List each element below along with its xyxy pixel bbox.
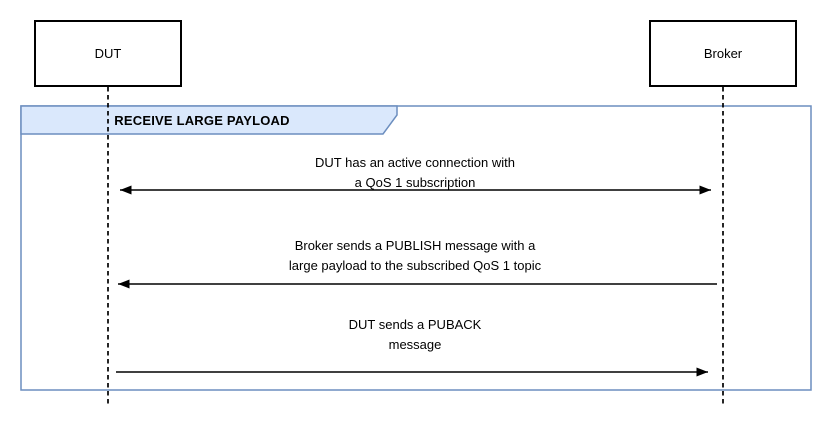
message-line: DUT has an active connection with [315,155,515,170]
actor-broker: Broker [649,20,797,87]
actor-broker-label: Broker [703,46,743,61]
message-line: large payload to the subscribed QoS 1 to… [288,258,542,273]
frame-border [20,105,812,391]
message-line: a QoS 1 subscription [354,175,476,190]
message-line: message [388,337,442,352]
message-label-2: Broker sends a PUBLISH message with a la… [115,236,715,276]
frame-label: RECEIVE LARGE PAYLOAD [114,112,290,128]
message-label-3: DUT sends a PUBACK message [115,315,715,355]
message-line: DUT sends a PUBACK [348,317,482,332]
actor-dut-label: DUT [94,46,122,61]
message-line: Broker sends a PUBLISH message with a [294,238,536,253]
message-label-1: DUT has an active connection with a QoS … [115,153,715,193]
actor-dut: DUT [34,20,182,87]
frame-label-tab [20,105,398,135]
